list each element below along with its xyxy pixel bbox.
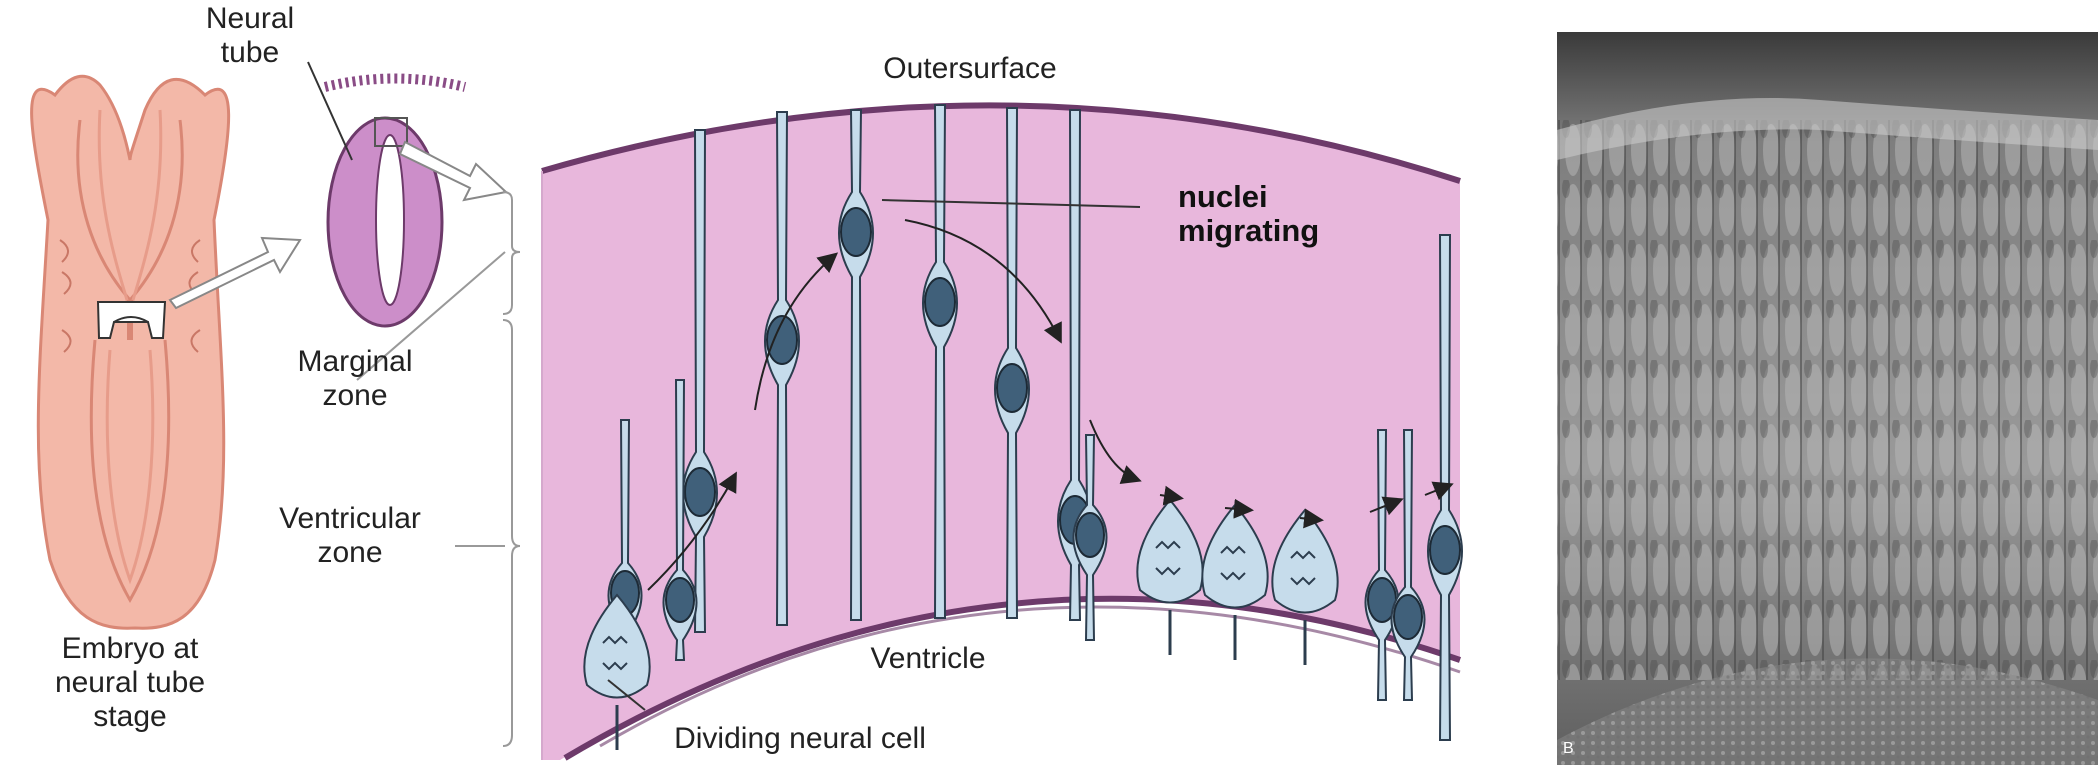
migration-arrow	[647, 471, 737, 591]
neural-cell	[682, 129, 718, 633]
migration-arrow	[1424, 481, 1454, 501]
cell-nucleus	[665, 577, 695, 623]
cell-body	[922, 104, 958, 619]
dividing-cell	[1201, 503, 1269, 660]
cell-nucleus	[766, 315, 798, 365]
cell-nucleus	[1393, 594, 1423, 640]
migration-arrow	[754, 252, 839, 411]
neural-cell	[922, 104, 958, 619]
chromosomes	[602, 635, 628, 671]
cell-body	[1271, 508, 1339, 614]
neural-cell	[838, 109, 874, 621]
cell-nucleus	[840, 207, 872, 257]
cell-nucleus	[684, 467, 716, 517]
cell-nucleus	[1075, 512, 1105, 558]
cell-body	[1136, 498, 1204, 604]
cell-body	[764, 111, 800, 626]
chromosomes	[1155, 540, 1181, 576]
chromosomes	[1290, 550, 1316, 586]
cell-body	[1201, 503, 1269, 609]
label-dividing-cell: Dividing neural cell	[674, 722, 926, 755]
cell-nucleus	[1429, 525, 1461, 575]
neural-cell	[994, 107, 1030, 619]
migration-arrow	[904, 219, 1062, 344]
neural-cell	[662, 379, 698, 661]
migration-arrows	[647, 219, 1454, 591]
sem-micrograph	[1557, 32, 2098, 765]
photo-letter: B	[1563, 740, 1574, 757]
neural-tube-section	[307, 61, 509, 328]
cell-body	[1364, 429, 1400, 701]
dividing-cell	[1271, 508, 1339, 665]
label-outer-surface: Outersurface	[883, 52, 1057, 85]
neural-cell	[764, 111, 800, 626]
migration-arrow	[1224, 498, 1254, 519]
chromosomes	[1220, 545, 1246, 581]
neural-cell	[1072, 434, 1108, 641]
migration-arrow	[1089, 419, 1142, 485]
cell-nucleus	[996, 363, 1028, 413]
zone-brackets	[356, 191, 521, 747]
migration-arrow	[1299, 508, 1324, 529]
dividing-cell	[583, 593, 651, 750]
neuroepithelial-cells	[583, 104, 1463, 750]
label-ventricle: Ventricle	[870, 642, 986, 675]
migration-arrow	[1369, 496, 1404, 516]
cell-body	[583, 593, 651, 699]
pointer-lines	[607, 199, 1141, 711]
migration-arrow	[1159, 485, 1184, 506]
dividing-cell	[1136, 498, 1204, 655]
cell-nucleus	[924, 277, 956, 327]
embryo-illustration	[30, 74, 302, 630]
neural-cell	[1390, 429, 1426, 701]
neural-cell	[1364, 429, 1400, 701]
